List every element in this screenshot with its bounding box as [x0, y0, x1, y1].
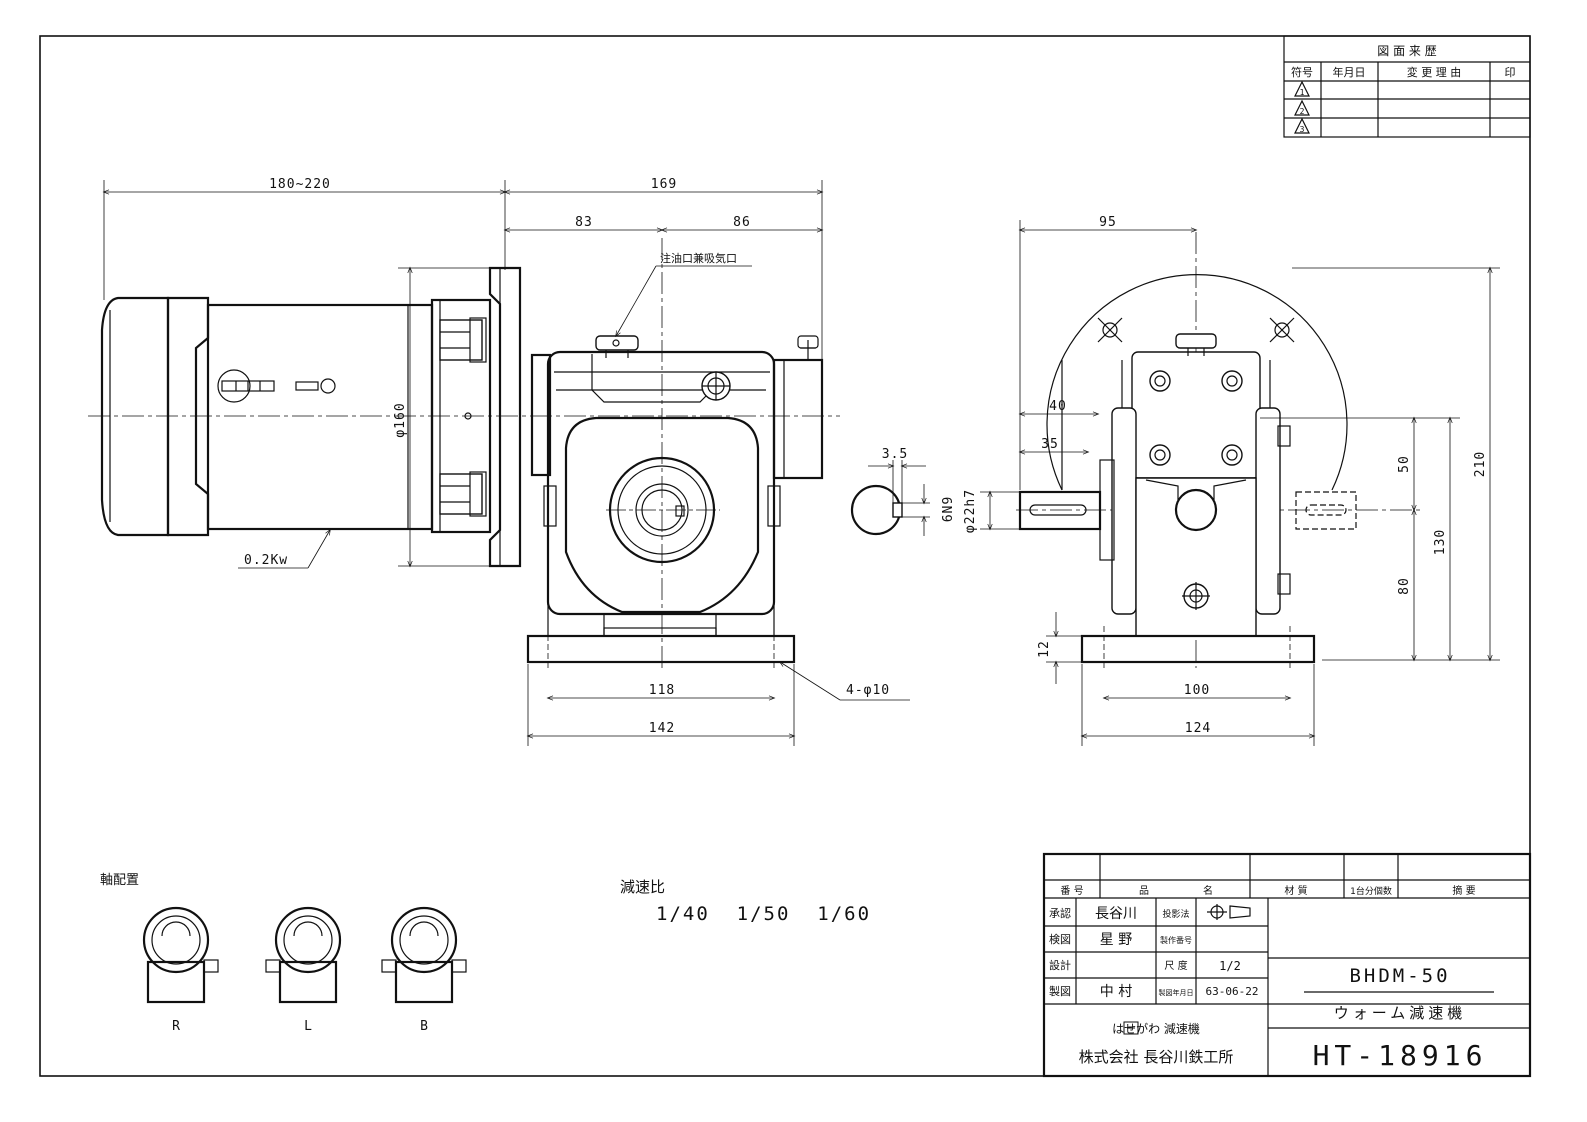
- row-value-draft-date: 63-06-22: [1206, 985, 1259, 998]
- dim-upper-height: 50: [1397, 455, 1412, 473]
- shaft-arrangement-title: 軸配置: [100, 873, 139, 888]
- reduction-values: 1/40 1/50 1/60: [656, 903, 871, 925]
- revision-header-reason: 変 更 理 由: [1407, 65, 1462, 79]
- product-name: ウォーム減速機: [1334, 1004, 1467, 1022]
- dim-shaft-extension: 95: [1099, 215, 1117, 230]
- dim-base-outer: 142: [649, 721, 675, 736]
- terminal-box-icon: [217, 369, 251, 403]
- col-header-number: 番 号: [1060, 885, 1083, 897]
- arrangement-label-b: B: [420, 1019, 428, 1034]
- front-view: 95 40 35 φ22h7 50 80 130 210 12 100 124: [963, 215, 1500, 746]
- side-view: 180~220 169 83 86 注油口兼吸気口 φ160 0.2Kw 118…: [88, 177, 910, 746]
- dim-motor-length: 180~220: [269, 177, 331, 192]
- col-header-quantity: 1台分個数: [1350, 885, 1392, 897]
- row-label-projection: 投影法: [1162, 908, 1189, 920]
- shaft-arrangement: 軸配置 R L B: [100, 873, 467, 1034]
- dim-base-inner: 118: [649, 683, 675, 698]
- dim-base-outer-front: 124: [1185, 721, 1211, 736]
- col-header-remarks: 摘 要: [1452, 884, 1475, 897]
- projection-symbol-icon: [1207, 904, 1251, 920]
- row-name-draft: 中 村: [1100, 984, 1132, 1000]
- revision-title: 図 面 来 歴: [1377, 44, 1436, 58]
- dim-total-height: 210: [1473, 451, 1488, 477]
- revision-header-date: 年月日: [1333, 65, 1366, 79]
- dim-holes: 4-φ10: [846, 683, 890, 698]
- dim-base-thickness: 12: [1037, 640, 1052, 658]
- row-label-draft: 製図: [1049, 984, 1071, 998]
- reduction-title: 減速比: [620, 878, 665, 896]
- dim-key-tolerance: 6N9: [938, 497, 953, 523]
- col-header-name-2: 名: [1203, 884, 1213, 897]
- drawing-border: [39, 35, 1531, 1077]
- model-number: BHDM-50: [1349, 965, 1450, 987]
- oil-port-label: 注油口兼吸気口: [660, 251, 737, 265]
- row-label-design: 設計: [1049, 958, 1071, 972]
- dim-right-part: 86: [733, 215, 751, 230]
- key-detail: 3.5 6N9: [850, 447, 953, 536]
- revision-header-seal: 印: [1505, 66, 1516, 79]
- title-block: 番 号 品 名 材 質 1台分個数 摘 要 承認 長谷川 投影法 検図 星 野 …: [1042, 852, 1532, 1078]
- arrangement-l-icon: [265, 906, 342, 1004]
- arrangement-b-icon: [381, 906, 467, 1004]
- company-name: 株式会社 長谷川鉄工所: [1079, 1048, 1234, 1066]
- dim-d35: 35: [1041, 437, 1059, 452]
- arrangement-r-icon: [142, 906, 219, 1004]
- dim-shaft-dia: φ22h7: [963, 489, 978, 533]
- motor-power-label: 0.2Kw: [244, 553, 288, 568]
- brand-logo-icon: [1123, 1021, 1139, 1035]
- col-header-name-1: 品: [1139, 885, 1149, 897]
- revision-table: 図 面 来 歴 符号 年月日 変 更 理 由 印 1 2 3: [1283, 35, 1531, 138]
- dim-base-inner-front: 100: [1184, 683, 1210, 698]
- dim-left-part: 83: [575, 215, 593, 230]
- reduction-ratio: 減速比 1/40 1/50 1/60: [620, 878, 871, 925]
- row-value-scale: 1/2: [1219, 959, 1241, 973]
- brand-line: はせがわ 減速機: [1112, 1021, 1200, 1036]
- row-label-work-number: 製作番号: [1160, 935, 1192, 945]
- dim-d40: 40: [1049, 399, 1067, 414]
- dim-center-height: 130: [1433, 529, 1448, 555]
- row-label-scale: 尺 度: [1164, 959, 1187, 972]
- revision-mark-1: 1: [1300, 88, 1305, 97]
- row-name-approve: 長谷川: [1095, 906, 1137, 922]
- arrangement-label-r: R: [172, 1019, 180, 1034]
- dim-flange-dia: φ160: [393, 402, 408, 437]
- row-label-check: 検図: [1049, 932, 1071, 946]
- arrangement-label-l: L: [304, 1019, 312, 1034]
- revision-mark-3: 3: [1300, 125, 1305, 134]
- col-header-material: 材 質: [1284, 884, 1307, 897]
- dim-key-width: 3.5: [882, 447, 908, 462]
- row-label-approve: 承認: [1049, 906, 1071, 920]
- revision-mark-2: 2: [1300, 107, 1305, 116]
- dim-total-length: 169: [651, 177, 677, 192]
- revision-header-mark: 符号: [1291, 66, 1313, 79]
- dim-lower-height: 80: [1397, 577, 1412, 595]
- drawing-number: HT-18916: [1313, 1039, 1488, 1072]
- row-name-check: 星 野: [1100, 932, 1132, 948]
- row-label-draft-date: 製図年月日: [1159, 988, 1194, 997]
